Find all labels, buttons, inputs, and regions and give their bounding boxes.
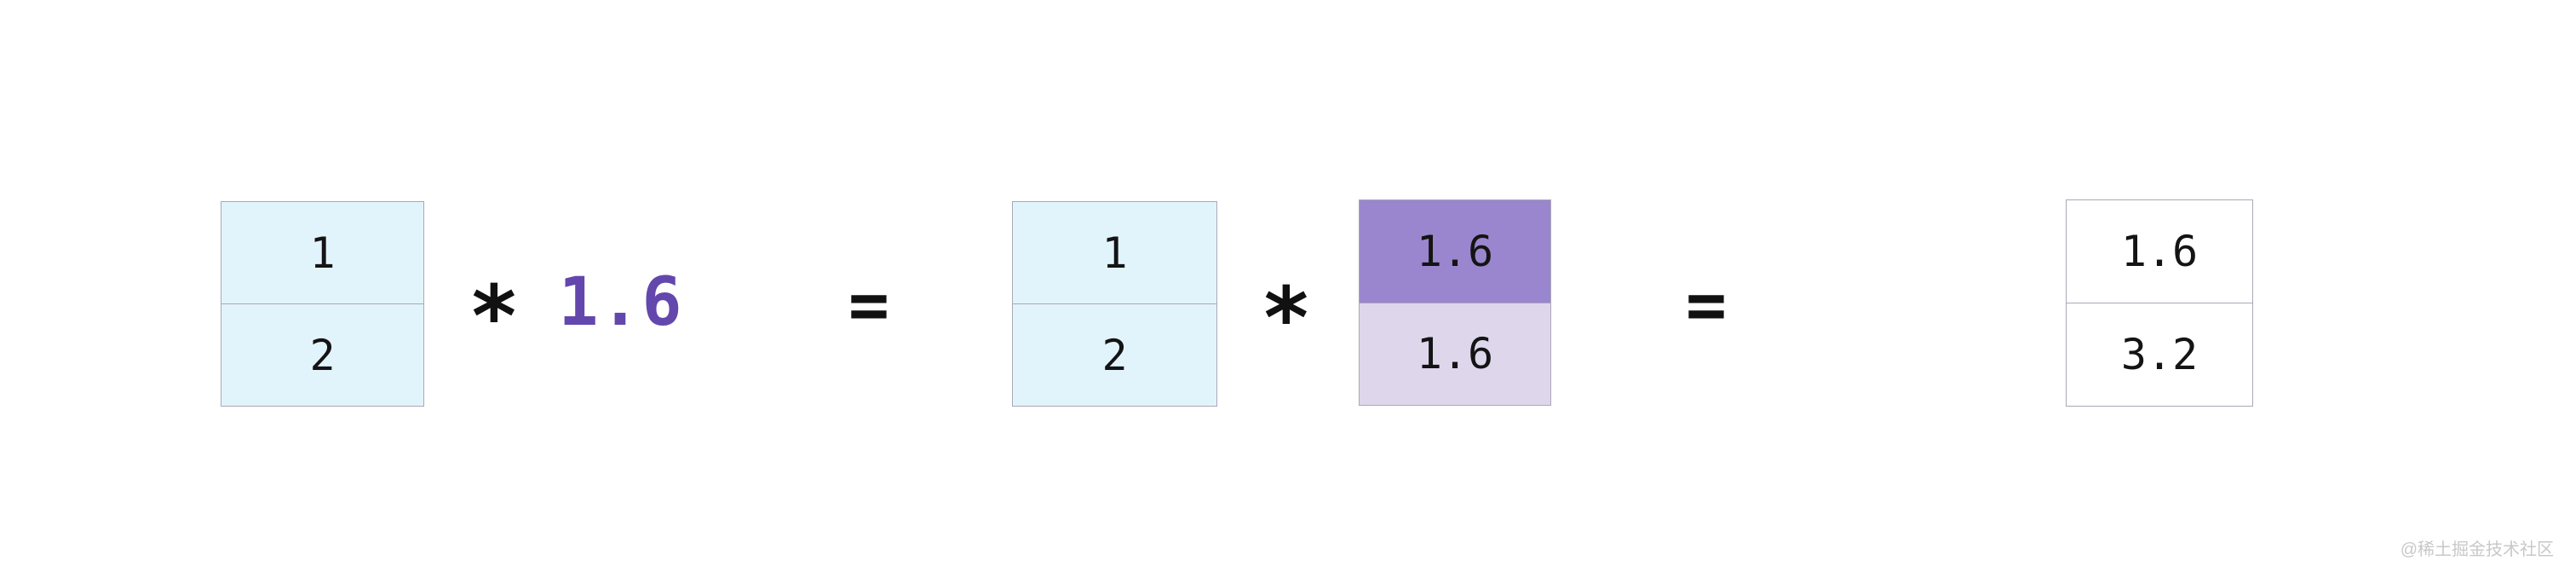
result-array: 1.6 3.2	[2066, 199, 2253, 407]
array-b-cell-1: 1	[1013, 202, 1216, 303]
equals-operator-2: =	[1685, 265, 1728, 344]
multiply-operator-2: *	[1260, 269, 1313, 368]
broadcast-cell-1: 1.6	[1360, 200, 1550, 303]
result-cell-1: 1.6	[2067, 200, 2252, 303]
broadcast-scalar-array: 1.6 1.6	[1359, 199, 1551, 406]
input-array-a: 1 2	[221, 201, 424, 407]
input-array-b: 1 2	[1012, 201, 1217, 407]
watermark: @稀土掘金技术社区	[2400, 540, 2554, 559]
equals-operator-1: =	[848, 265, 890, 344]
array-a-cell-1: 1	[221, 202, 423, 303]
array-b-cell-2: 2	[1013, 303, 1216, 406]
result-cell-2: 3.2	[2067, 303, 2252, 406]
multiply-operator-1: *	[468, 267, 520, 367]
array-a-cell-2: 2	[221, 303, 423, 406]
broadcast-cell-2: 1.6	[1360, 302, 1550, 405]
scalar-value: 1.6	[558, 264, 684, 341]
